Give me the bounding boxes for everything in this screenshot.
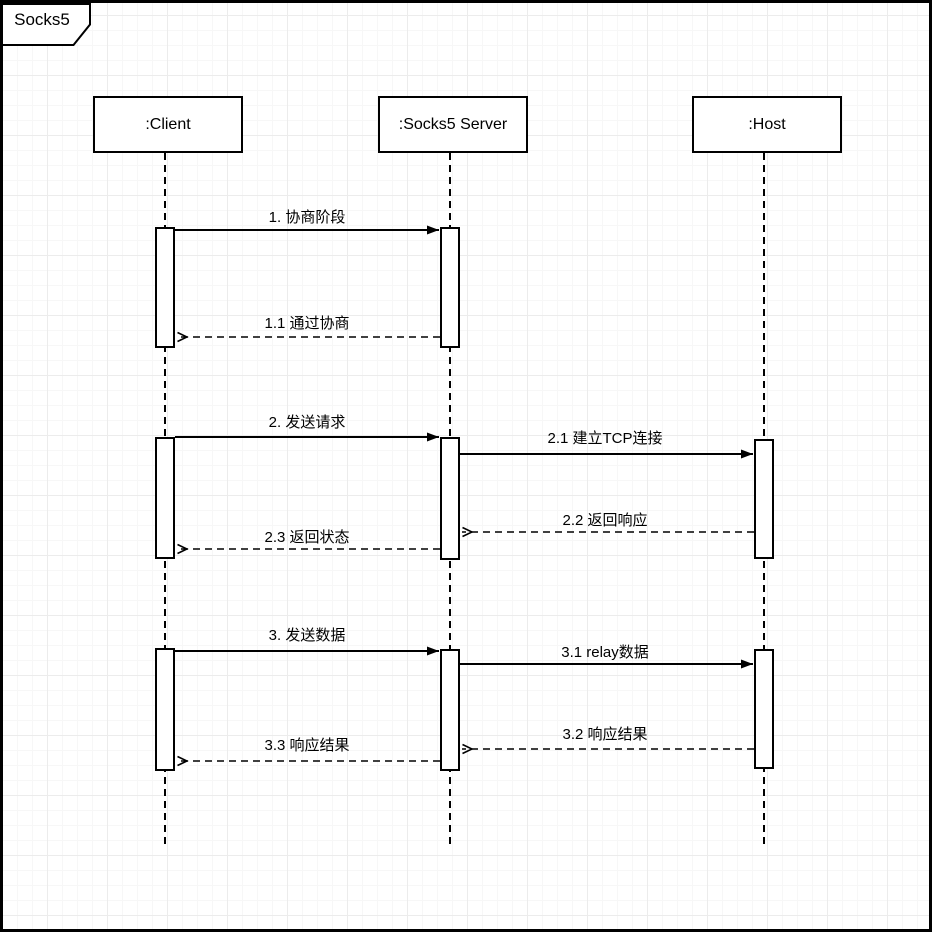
message-label-3-3[interactable]: 3.3 响应结果 <box>264 737 350 754</box>
actor-socks5-server[interactable]: :Socks5 Server <box>378 96 528 153</box>
activation-server-2[interactable] <box>440 437 460 560</box>
activation-server-3[interactable] <box>440 649 460 771</box>
activation-host-3[interactable] <box>754 649 774 769</box>
message-label-2[interactable]: 2. 发送请求 <box>268 414 346 431</box>
actor-host-label: :Host <box>748 115 786 133</box>
actor-client[interactable]: :Client <box>93 96 243 153</box>
message-label-1[interactable]: 1. 协商阶段 <box>268 209 346 226</box>
activation-host-2[interactable] <box>754 439 774 559</box>
message-label-3-2[interactable]: 3.2 响应结果 <box>562 726 648 743</box>
activation-client-1[interactable] <box>155 227 175 348</box>
message-arrows-layer <box>175 225 754 929</box>
frame-tab-shape[interactable] <box>3 3 97 49</box>
activation-client-3[interactable] <box>155 648 175 771</box>
message-label-3[interactable]: 3. 发送数据 <box>268 627 346 644</box>
actor-host[interactable]: :Host <box>692 96 842 153</box>
activation-client-2[interactable] <box>155 437 175 559</box>
actor-socks5-server-label: :Socks5 Server <box>398 115 508 133</box>
message-label-2-1[interactable]: 2.1 建立TCP连接 <box>547 430 663 447</box>
actor-client-label: :Client <box>145 115 191 133</box>
activation-server-1[interactable] <box>440 227 460 348</box>
frame-title: Socks5 <box>14 10 70 29</box>
message-label-3-1[interactable]: 3.1 relay数据 <box>561 644 649 661</box>
message-label-1-1[interactable]: 1.1 通过协商 <box>264 315 350 332</box>
message-label-2-2[interactable]: 2.2 返回响应 <box>562 512 648 529</box>
message-label-2-3[interactable]: 2.3 返回状态 <box>264 529 350 546</box>
